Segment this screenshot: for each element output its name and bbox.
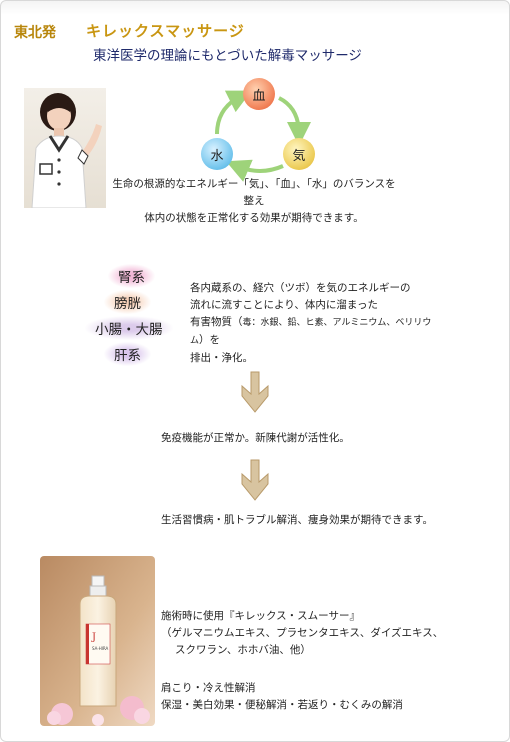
product-effect-1: 肩こり・冷え性解消 [161,682,256,694]
intro-paragraph: 生命の根源的なエネルギー「気」、「血」、「水」のバランスを整え 体内の状態を正常… [108,176,400,227]
page-title: キレックスマッサージ [86,22,245,40]
organ-label-kidney: 腎系 [108,264,155,288]
result-step-1: 免疫機能が正常か。新陳代謝が活性化。 [161,432,350,444]
down-arrow-icon [241,459,269,501]
organ-desc-line-2: 流れに流すことにより、体内に溜まった [190,299,378,311]
product-effect-2: 保湿・美白効果・便秘解消・若返り・むくみの解消 [161,699,403,711]
organ-description: 各内蔵系の、経穴（ツボ）を気のエネルギーの 流れに流すことにより、体内に溜まった… [190,280,440,367]
product-ingredients-2: スクワラン、ホホバ油、他） [175,644,311,656]
organ-desc-line-4: 排出・浄化。 [190,352,253,364]
therapist-portrait [24,88,106,208]
organ-label-liver: 肝系 [104,342,151,366]
organ-desc-line-3: 有害物質（毒：水銀、鉛、ヒ素、アルミニウム、ベリリウム）を [190,314,440,350]
product-bottle-image: J SA-HIRA [40,556,155,726]
organ-desc-prefix: 有害物質（ [190,316,243,328]
bottle-label-brand: SA-HIRA [92,646,109,651]
cycle-node-water: 水 [201,138,233,170]
product-usage-line: 施術時に使用『キレックス・スムーサー』 [161,610,360,622]
ki-blood-water-cycle: 血 水 気 [195,72,325,182]
product-ingredients-1: （ゲルマニウムエキス、プラセンタエキス、ダイズエキス、 [161,627,444,639]
organ-desc-suffix: ）を [199,334,221,346]
result-step-2: 生活習慣病・肌トラブル解消、痩身効果が期待できます。 [161,514,433,526]
intro-line-1: 生命の根源的なエネルギー「気」、「血」、「水」のバランスを整え [112,178,396,207]
cycle-node-blood: 血 [243,78,275,110]
intro-line-2: 体内の状態を正常化する効果が期待できます。 [144,212,364,224]
organ-label-intestine: 小腸・大腸 [85,316,173,340]
cycle-arrows [215,90,311,182]
region-label: 東北発 [14,25,56,41]
product-usage: 施術時に使用『キレックス・スムーサー』 （ゲルマニウムエキス、プラセンタエキス、… [161,608,491,659]
organ-label-bladder: 膀胱 [104,290,151,314]
down-arrow-icon [241,371,269,413]
organ-desc-line-1: 各内蔵系の、経穴（ツボ）を気のエネルギーの [190,282,411,294]
page-subtitle: 東洋医学の理論にもとづいた解毒マッサージ [93,48,362,64]
product-photo: J SA-HIRA [40,556,155,726]
product-effects: 肩こり・冷え性解消 保湿・美白効果・便秘解消・若返り・むくみの解消 [161,680,491,714]
toxin-list: 毒：水銀、鉛、ヒ素、アルミニウム、ベリリウム [190,318,432,346]
bottle-label-letter: J [91,632,96,643]
cycle-node-ki: 気 [283,138,315,170]
